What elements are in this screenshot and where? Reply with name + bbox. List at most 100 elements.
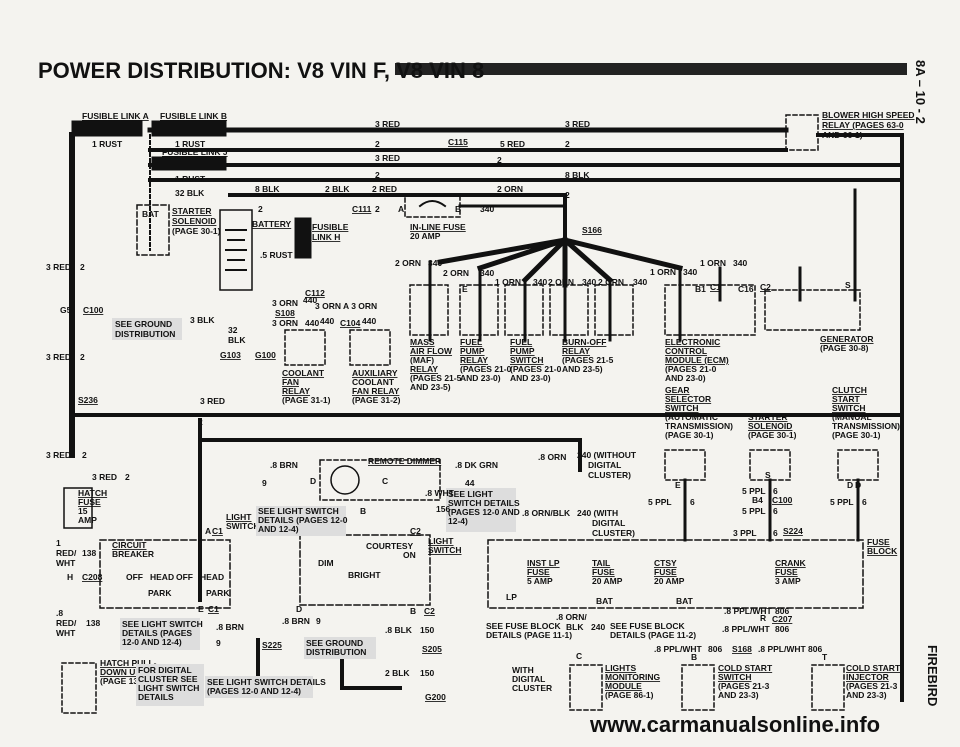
wire-label: 150 bbox=[420, 668, 434, 678]
pin-label: 9 bbox=[262, 478, 267, 488]
wire-label: 5 PPL bbox=[648, 497, 672, 507]
wire-label: 138 bbox=[86, 618, 100, 628]
connector-label: C16 bbox=[738, 284, 754, 294]
wire-label: .8 bbox=[56, 608, 63, 618]
wire-label: 138 bbox=[82, 548, 96, 558]
wire-label: 3 RED bbox=[92, 472, 117, 482]
svg-text:20 AMP: 20 AMP bbox=[592, 576, 623, 586]
svg-text:5 AMP: 5 AMP bbox=[527, 576, 553, 586]
wire-label: .8 PPL/WHT bbox=[722, 624, 771, 634]
svg-text:SEE GROUND: SEE GROUND bbox=[306, 638, 363, 648]
svg-text:(PAGES 21-5: (PAGES 21-5 bbox=[562, 355, 614, 365]
wire-label: 32 bbox=[228, 325, 238, 335]
svg-text:SWITCH: SWITCH bbox=[718, 672, 752, 682]
tail-fuse-label: TAIL FUSE 20 AMP bbox=[592, 558, 623, 586]
svg-text:AND 23-0): AND 23-0) bbox=[665, 373, 706, 383]
rust-wire-1: 1 RUST bbox=[92, 139, 123, 149]
pin-label: A bbox=[205, 526, 211, 536]
svg-text:MODULE (ECM): MODULE (ECM) bbox=[665, 355, 729, 365]
splice-label: S225 bbox=[262, 640, 282, 650]
wire-label: .5 RUST bbox=[260, 250, 293, 260]
svg-text:SEE LIGHT SWITCH DETAILS: SEE LIGHT SWITCH DETAILS bbox=[207, 677, 326, 687]
crank-fuse-label: CRANK FUSE 3 AMP bbox=[775, 558, 807, 586]
pin-label: R bbox=[760, 613, 766, 623]
svg-text:BLOWER HIGH SPEED: BLOWER HIGH SPEED bbox=[822, 110, 915, 120]
svg-text:(MAF): (MAF) bbox=[410, 355, 434, 365]
svg-text:AND 23-5): AND 23-5) bbox=[562, 364, 603, 374]
svg-text:FUEL: FUEL bbox=[510, 337, 532, 347]
wire-label: RED/ bbox=[56, 618, 77, 628]
fuel-pump-switch-label: FUEL PUMP SWITCH (PAGES 21-0 AND 23-0) bbox=[510, 337, 562, 383]
pin-label: T bbox=[822, 652, 828, 662]
switch-position-label: OFF bbox=[126, 572, 143, 582]
see-fuse-block-details-a: SEE FUSE BLOCK DETAILS (PAGE 11-1) bbox=[486, 621, 572, 640]
svg-text:START: START bbox=[832, 394, 861, 404]
wire-label: 6 bbox=[862, 497, 867, 507]
svg-text:SELECTOR: SELECTOR bbox=[665, 394, 711, 404]
svg-text:FUSE: FUSE bbox=[775, 567, 798, 577]
ground-label: G103 bbox=[220, 350, 241, 360]
svg-text:(MANUAL: (MANUAL bbox=[832, 412, 872, 422]
connector-label: C207 bbox=[772, 614, 793, 624]
switch-position-label: PARK bbox=[206, 588, 230, 598]
wire-label: 440 bbox=[320, 316, 334, 326]
svg-text:(PAGE 31-1): (PAGE 31-1) bbox=[282, 395, 331, 405]
pin-label: B1 bbox=[695, 284, 706, 294]
svg-text:LIGHTS: LIGHTS bbox=[605, 663, 636, 673]
pin-label: C bbox=[576, 651, 582, 661]
pin-label: D bbox=[847, 480, 853, 490]
switch-position-label: BRIGHT bbox=[348, 570, 381, 580]
wire-label: 2 bbox=[198, 417, 203, 427]
rust-wire-2: 1 RUST bbox=[175, 139, 206, 149]
pin-label: D bbox=[310, 476, 316, 486]
pin-label: B bbox=[455, 204, 461, 214]
burn-off-relay-label: BURN-OFF RELAY (PAGES 21-5 AND 23-5) bbox=[562, 337, 614, 374]
svg-text:BURN-OFF: BURN-OFF bbox=[562, 337, 606, 347]
wire-label: .8 ORN/BLK bbox=[522, 508, 571, 518]
wire-label: 806 bbox=[708, 644, 722, 654]
svg-text:DETAILS (PAGE 11-1): DETAILS (PAGE 11-1) bbox=[486, 630, 572, 640]
svg-text:(PAGE 30-8): (PAGE 30-8) bbox=[820, 343, 869, 353]
blower-relay-label: BLOWER HIGH SPEED RELAY (PAGES 63-0 AND … bbox=[822, 110, 915, 140]
lights-monitoring-module-label: LIGHTS MONITORING MODULE (PAGE 86-1) bbox=[605, 663, 660, 700]
svg-text:FUSE: FUSE bbox=[527, 567, 550, 577]
svg-text:12-4): 12-4) bbox=[448, 516, 468, 526]
wire-label: 6 bbox=[773, 486, 778, 496]
svg-text:SEE LIGHT SWITCH: SEE LIGHT SWITCH bbox=[122, 619, 203, 629]
switch-position-label: DIM bbox=[318, 558, 334, 568]
svg-text:CONTROL: CONTROL bbox=[665, 346, 707, 356]
svg-text:STARTER: STARTER bbox=[748, 412, 788, 422]
svg-text:GENERATOR: GENERATOR bbox=[820, 334, 874, 344]
svg-text:FUSE: FUSE bbox=[867, 537, 890, 547]
svg-text:FUEL: FUEL bbox=[460, 337, 482, 347]
light-switch-mid-label: LIGHT SWITCH bbox=[428, 536, 462, 555]
svg-text:DETAILS (PAGES: DETAILS (PAGES bbox=[122, 628, 192, 638]
wire-label: 240 bbox=[591, 622, 605, 632]
for-digital-cluster-label: FOR DIGITAL CLUSTER SEE LIGHT SWITCH DET… bbox=[136, 664, 204, 706]
wire-label: 340 bbox=[480, 268, 494, 278]
pin-label: B bbox=[691, 652, 697, 662]
pin-label: C bbox=[382, 476, 388, 486]
wire-label: 2 RED bbox=[372, 184, 397, 194]
connector-label: C208 bbox=[82, 572, 103, 582]
wire-label: 340 bbox=[683, 267, 697, 277]
svg-text:AND 12-4): AND 12-4) bbox=[258, 524, 299, 534]
svg-text:COLD START: COLD START bbox=[718, 663, 773, 673]
clutch-start-switch-label: CLUTCH START SWITCH (MANUAL TRANSMISSION… bbox=[832, 385, 900, 440]
svg-text:20 AMP: 20 AMP bbox=[654, 576, 685, 586]
wire-label: 340 bbox=[733, 258, 747, 268]
wire-label: 5 PPL bbox=[742, 486, 766, 496]
splice-label: S224 bbox=[783, 526, 803, 536]
svg-text:RELAY: RELAY bbox=[460, 355, 488, 365]
wire-label: 1 ORN bbox=[700, 258, 726, 268]
switch-position-label: HEAD bbox=[150, 572, 174, 582]
svg-text:FUSE: FUSE bbox=[592, 567, 615, 577]
wire-label: CLUSTER) bbox=[592, 528, 635, 538]
pin-label: B4 bbox=[752, 495, 763, 505]
wire-label: CLUSTER) bbox=[588, 470, 631, 480]
connector-label: C1 bbox=[710, 282, 721, 292]
wire-label: 1 ORN bbox=[495, 277, 521, 287]
svg-text:SEE LIGHT: SEE LIGHT bbox=[448, 489, 494, 499]
wire-label: 806 bbox=[775, 624, 789, 634]
svg-text:DETAILS (PAGES 12-0: DETAILS (PAGES 12-0 bbox=[258, 515, 348, 525]
